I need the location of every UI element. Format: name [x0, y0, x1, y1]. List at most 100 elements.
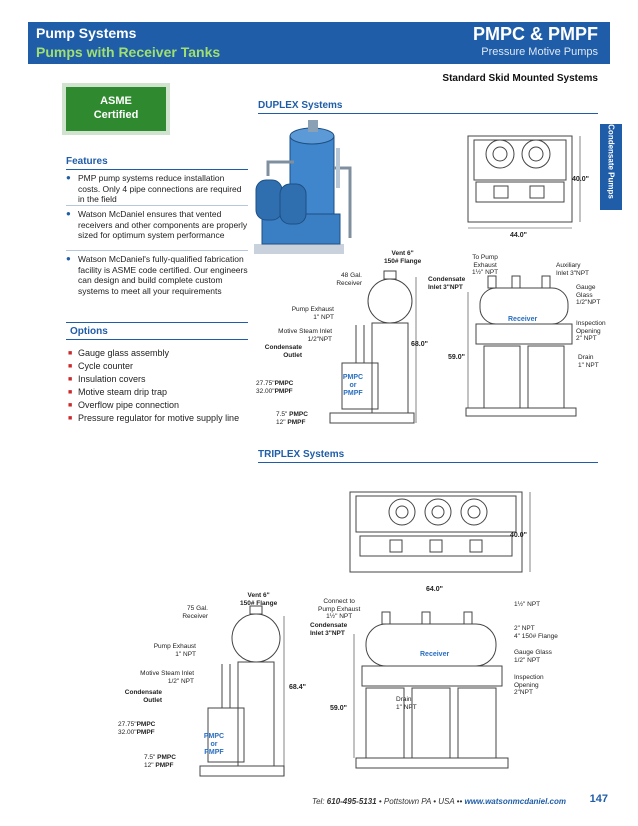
triplex-divider — [258, 462, 598, 463]
label-line: 1/2"NPT — [576, 299, 601, 306]
label-line: Inspection — [576, 320, 606, 327]
label-line: Inspection — [514, 674, 544, 681]
page-number: 147 — [589, 793, 608, 805]
triplex-front-view — [353, 611, 509, 769]
option-item: Gauge glass assembly — [66, 348, 248, 359]
label-line: Inlet 3"NPT — [556, 269, 590, 277]
pump-label-line: or — [210, 741, 218, 748]
triplex-npt15-label: 1½" NPT — [514, 601, 541, 608]
label-line: Pump Exhaust — [153, 643, 196, 650]
label-line: Gauge Glass — [514, 649, 552, 656]
option-item: Insulation covers — [66, 374, 248, 385]
label-line: Vent 6" — [247, 592, 270, 599]
label-line: Connect to — [323, 598, 355, 605]
label-line: Outlet — [143, 696, 162, 704]
duplex-divider — [258, 113, 598, 114]
feature-item: PMP pump systems reduce installation cos… — [66, 173, 248, 205]
label-part: 27.75" — [256, 380, 275, 387]
label-part: PMPC — [157, 754, 176, 761]
label-line: 1/2" NPT — [514, 656, 541, 664]
label-part: PMPF — [287, 418, 306, 426]
label-line: To Pump — [472, 254, 498, 261]
label-line: 12" PMPF — [276, 419, 308, 427]
label-line: 1" NPT — [578, 361, 599, 369]
side-tab-label: Condensate Pumps — [606, 124, 616, 199]
label-line: 1" NPT — [313, 313, 334, 321]
label-line: 32.00"PMPF — [118, 729, 155, 737]
pump-label-line: PMPC — [203, 733, 225, 740]
label-line: 1/2"NPT — [307, 335, 332, 343]
triplex-receiver-gal-label: 75 Gal.Receiver — [170, 605, 208, 620]
label-line: Receiver — [182, 612, 208, 620]
label-line: 4" 150# Flange — [514, 632, 558, 640]
duplex-receiver-label: Receiver — [508, 316, 538, 323]
product-subtitle: Pressure Motive Pumps — [481, 46, 598, 58]
triplex-side-view — [199, 605, 285, 777]
duplex-mid-dim: 59.0" — [448, 354, 465, 361]
duplex-height-note: 27.75"PMPC 32.00"PMPF — [256, 380, 293, 395]
label-part: 7.5" — [276, 411, 288, 418]
header-bar — [28, 22, 610, 64]
label-part: PMPC — [274, 380, 294, 387]
label-line: Vent 6" — [391, 250, 414, 257]
duplex-width-dim: 44.0" — [510, 232, 527, 239]
label-line: Glass — [576, 291, 593, 299]
label-line: Inlet 3"NPT — [310, 629, 345, 637]
label-line: Drain — [578, 354, 594, 361]
duplex-height-dim: 68.0" — [411, 341, 428, 348]
label-line: 27.75"PMPC — [118, 721, 155, 729]
label-line: 27.75"PMPC — [256, 380, 293, 388]
triplex-title: TRIPLEX Systems — [258, 449, 345, 460]
label-line: 1" NPT — [175, 650, 196, 658]
label-line: 150# Flange — [384, 257, 422, 265]
label-line: 32.00"PMPF — [256, 388, 293, 396]
label-line: Motive Steam Inlet — [140, 670, 194, 677]
label-line: Pump Exhaust — [291, 306, 334, 313]
label-line: Pump Exhaust — [318, 605, 361, 613]
footer-website-link[interactable]: www.watsonmcdaniel.com — [464, 797, 566, 806]
option-item: Cycle counter — [66, 361, 248, 372]
label-line: Opening — [514, 681, 539, 689]
option-item: Overflow pipe connection — [66, 400, 248, 411]
label-line: Condensate — [428, 276, 466, 283]
triplex-width-dim: 64.0" — [426, 586, 443, 593]
label-part: 32.00" — [118, 728, 137, 736]
options-title: Options — [70, 326, 108, 337]
pump-label-line: PMPC — [342, 374, 364, 381]
label-line: 1/2" NPT — [167, 677, 194, 685]
duplex-top-height-dim: 40.0" — [572, 176, 589, 183]
triplex-height-note: 27.75"PMPC 32.00"PMPF — [118, 721, 155, 736]
label-part: 27.75" — [118, 721, 137, 728]
label-part: PMPF — [274, 387, 293, 395]
triplex-base-note: 7.5" PMPC 12" PMPF — [144, 754, 176, 769]
label-part: 7.5" — [144, 754, 156, 761]
label-line: 2" NPT — [576, 335, 597, 342]
label-line: Receiver — [336, 279, 362, 287]
side-tab: Condensate Pumps — [600, 124, 622, 210]
label-line: Condensate — [124, 689, 162, 696]
label-line: Gauge — [576, 284, 596, 291]
label-line: 2" NPT — [514, 625, 535, 632]
footer-tel-label: Tel: — [311, 797, 325, 806]
label-line: Condensate — [264, 344, 302, 351]
asme-badge: ASME Certified — [66, 87, 166, 131]
label-line: Drain — [396, 696, 412, 703]
pump-label-line: PMPF — [343, 390, 363, 397]
label-line: 7.5" PMPC — [144, 754, 176, 762]
pump-label-line: or — [349, 382, 357, 389]
features-divider — [66, 169, 248, 170]
label-line: 12" PMPF — [144, 762, 176, 770]
asme-line2: Certified — [93, 109, 139, 121]
triplex-top-height-dim: 40.0" — [510, 532, 527, 539]
asme-line1: ASME — [100, 95, 132, 107]
options-header — [66, 322, 248, 340]
